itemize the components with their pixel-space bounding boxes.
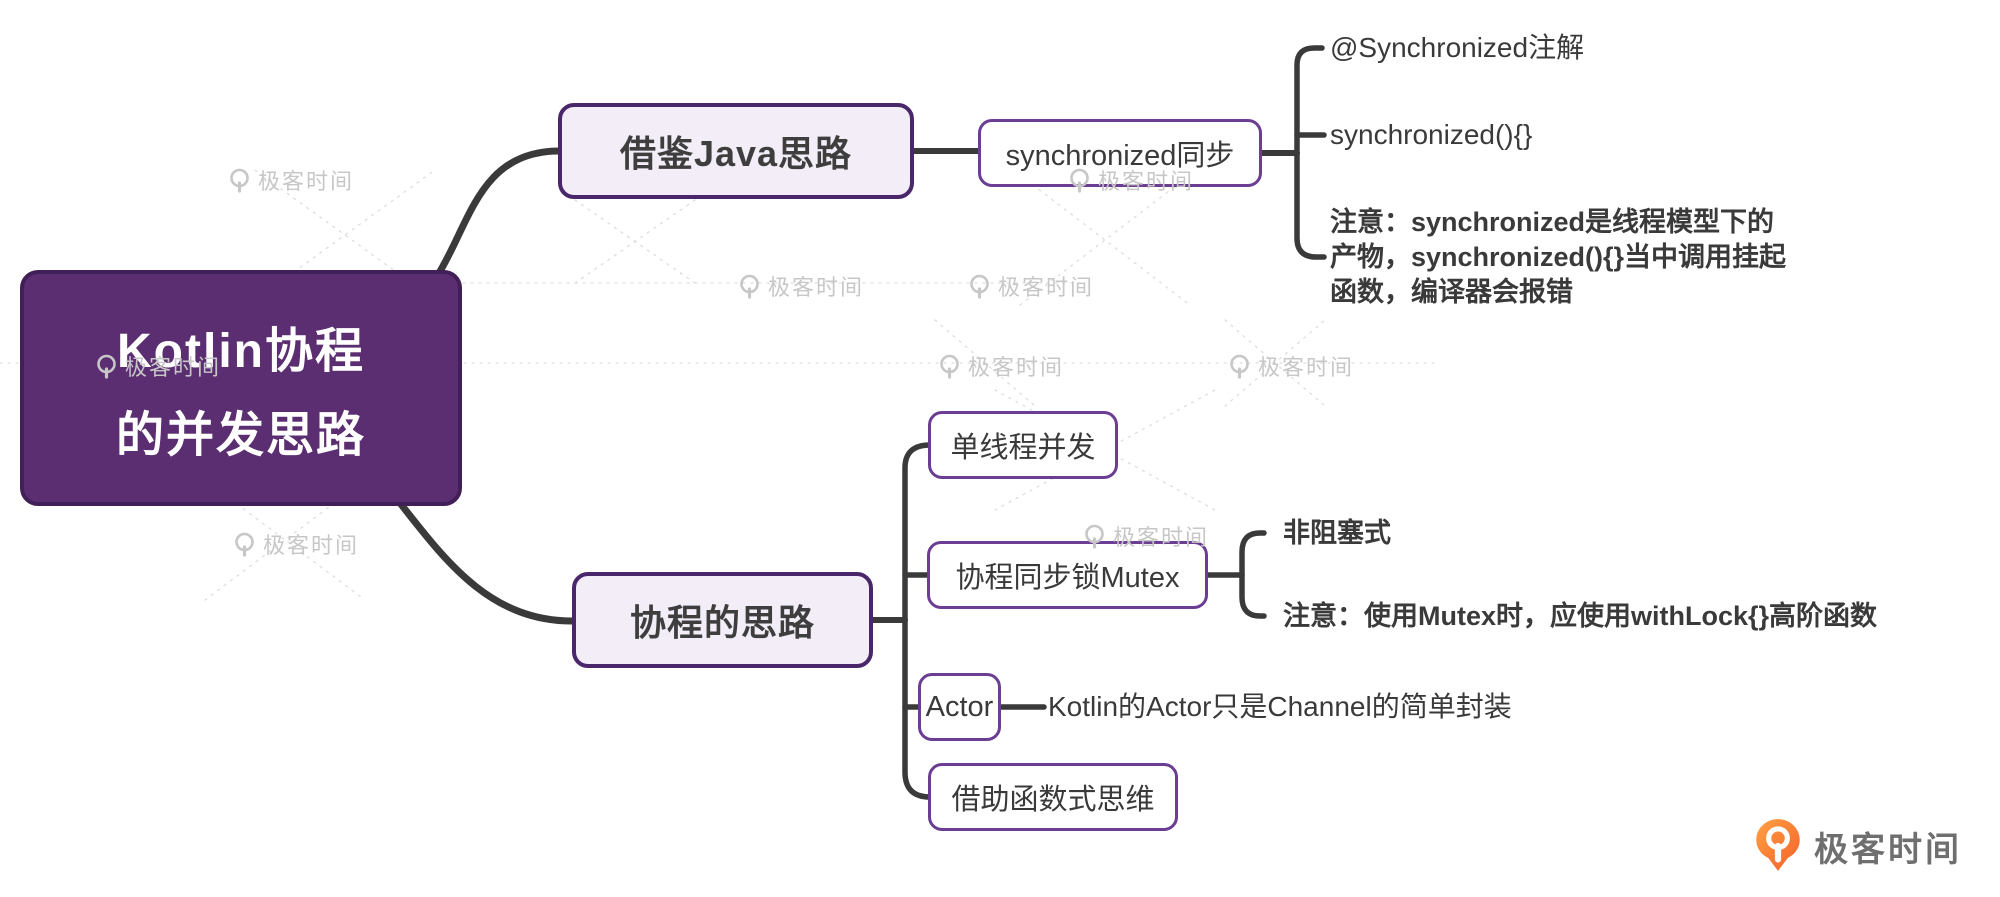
geektime-logo-text: 极客时间 xyxy=(1814,830,1962,869)
root-title-line2: 的并发思路 xyxy=(115,409,366,462)
dashed-guide-diagonal xyxy=(994,389,1216,511)
dashed-guide-diagonal xyxy=(1019,174,1191,306)
connector-root-to-java xyxy=(432,147,562,282)
dashed-guide-diagonal xyxy=(994,389,1216,511)
branch-node-java[interactable]: 借鉴Java思路 xyxy=(558,103,914,199)
leaf-mutex-note[interactable]: 注意：使用Mutex时，应使用withLock{}高阶函数 xyxy=(1283,601,1878,631)
dashed-guide-diagonal xyxy=(1019,174,1191,306)
dashed-guide-diagonal xyxy=(254,169,436,301)
dashed-guide-diagonal xyxy=(574,199,696,284)
geektime-logo: 极客时间 xyxy=(1754,817,1962,875)
connector-coroutine-bracket xyxy=(902,442,933,800)
leaf-synchronized-note[interactable]: 注意：synchronized是线程模型下的 产物，synchronized()… xyxy=(1330,207,1787,307)
leaf-actor-note[interactable]: Kotlin的Actor只是Channel的简单封装 xyxy=(1048,691,1512,722)
branch-node-coroutine[interactable]: 协程的思路 xyxy=(572,572,873,668)
node-synchronized[interactable]: synchronized同步 xyxy=(978,119,1262,187)
leaf-non-blocking[interactable]: 非阻塞式 xyxy=(1283,518,1391,548)
dashed-guide-diagonal xyxy=(934,319,1036,407)
geektime-logo-icon xyxy=(1756,819,1800,871)
connector-root-to-coroutine xyxy=(396,499,578,625)
root-title-line1: Kotlin协程 xyxy=(117,325,365,378)
dashed-guide-diagonal xyxy=(1224,319,1326,407)
dashed-guide-diagonal xyxy=(204,479,366,601)
node-mutex[interactable]: 协程同步锁Mutex xyxy=(927,541,1208,609)
connector-mutex-bracket xyxy=(1239,530,1267,619)
root-node[interactable]: Kotlin协程 的并发思路 xyxy=(20,270,462,506)
leaf-synchronized-annotation[interactable]: @Synchronized注解 xyxy=(1330,32,1585,63)
node-single-thread[interactable]: 单线程并发 xyxy=(928,411,1118,479)
node-functional-thinking[interactable]: 借助函数式思维 xyxy=(928,763,1178,831)
node-actor[interactable]: Actor xyxy=(918,673,1001,741)
leaf-synchronized-block[interactable]: synchronized(){} xyxy=(1330,119,1533,150)
connector-sync-bracket xyxy=(1294,45,1327,260)
